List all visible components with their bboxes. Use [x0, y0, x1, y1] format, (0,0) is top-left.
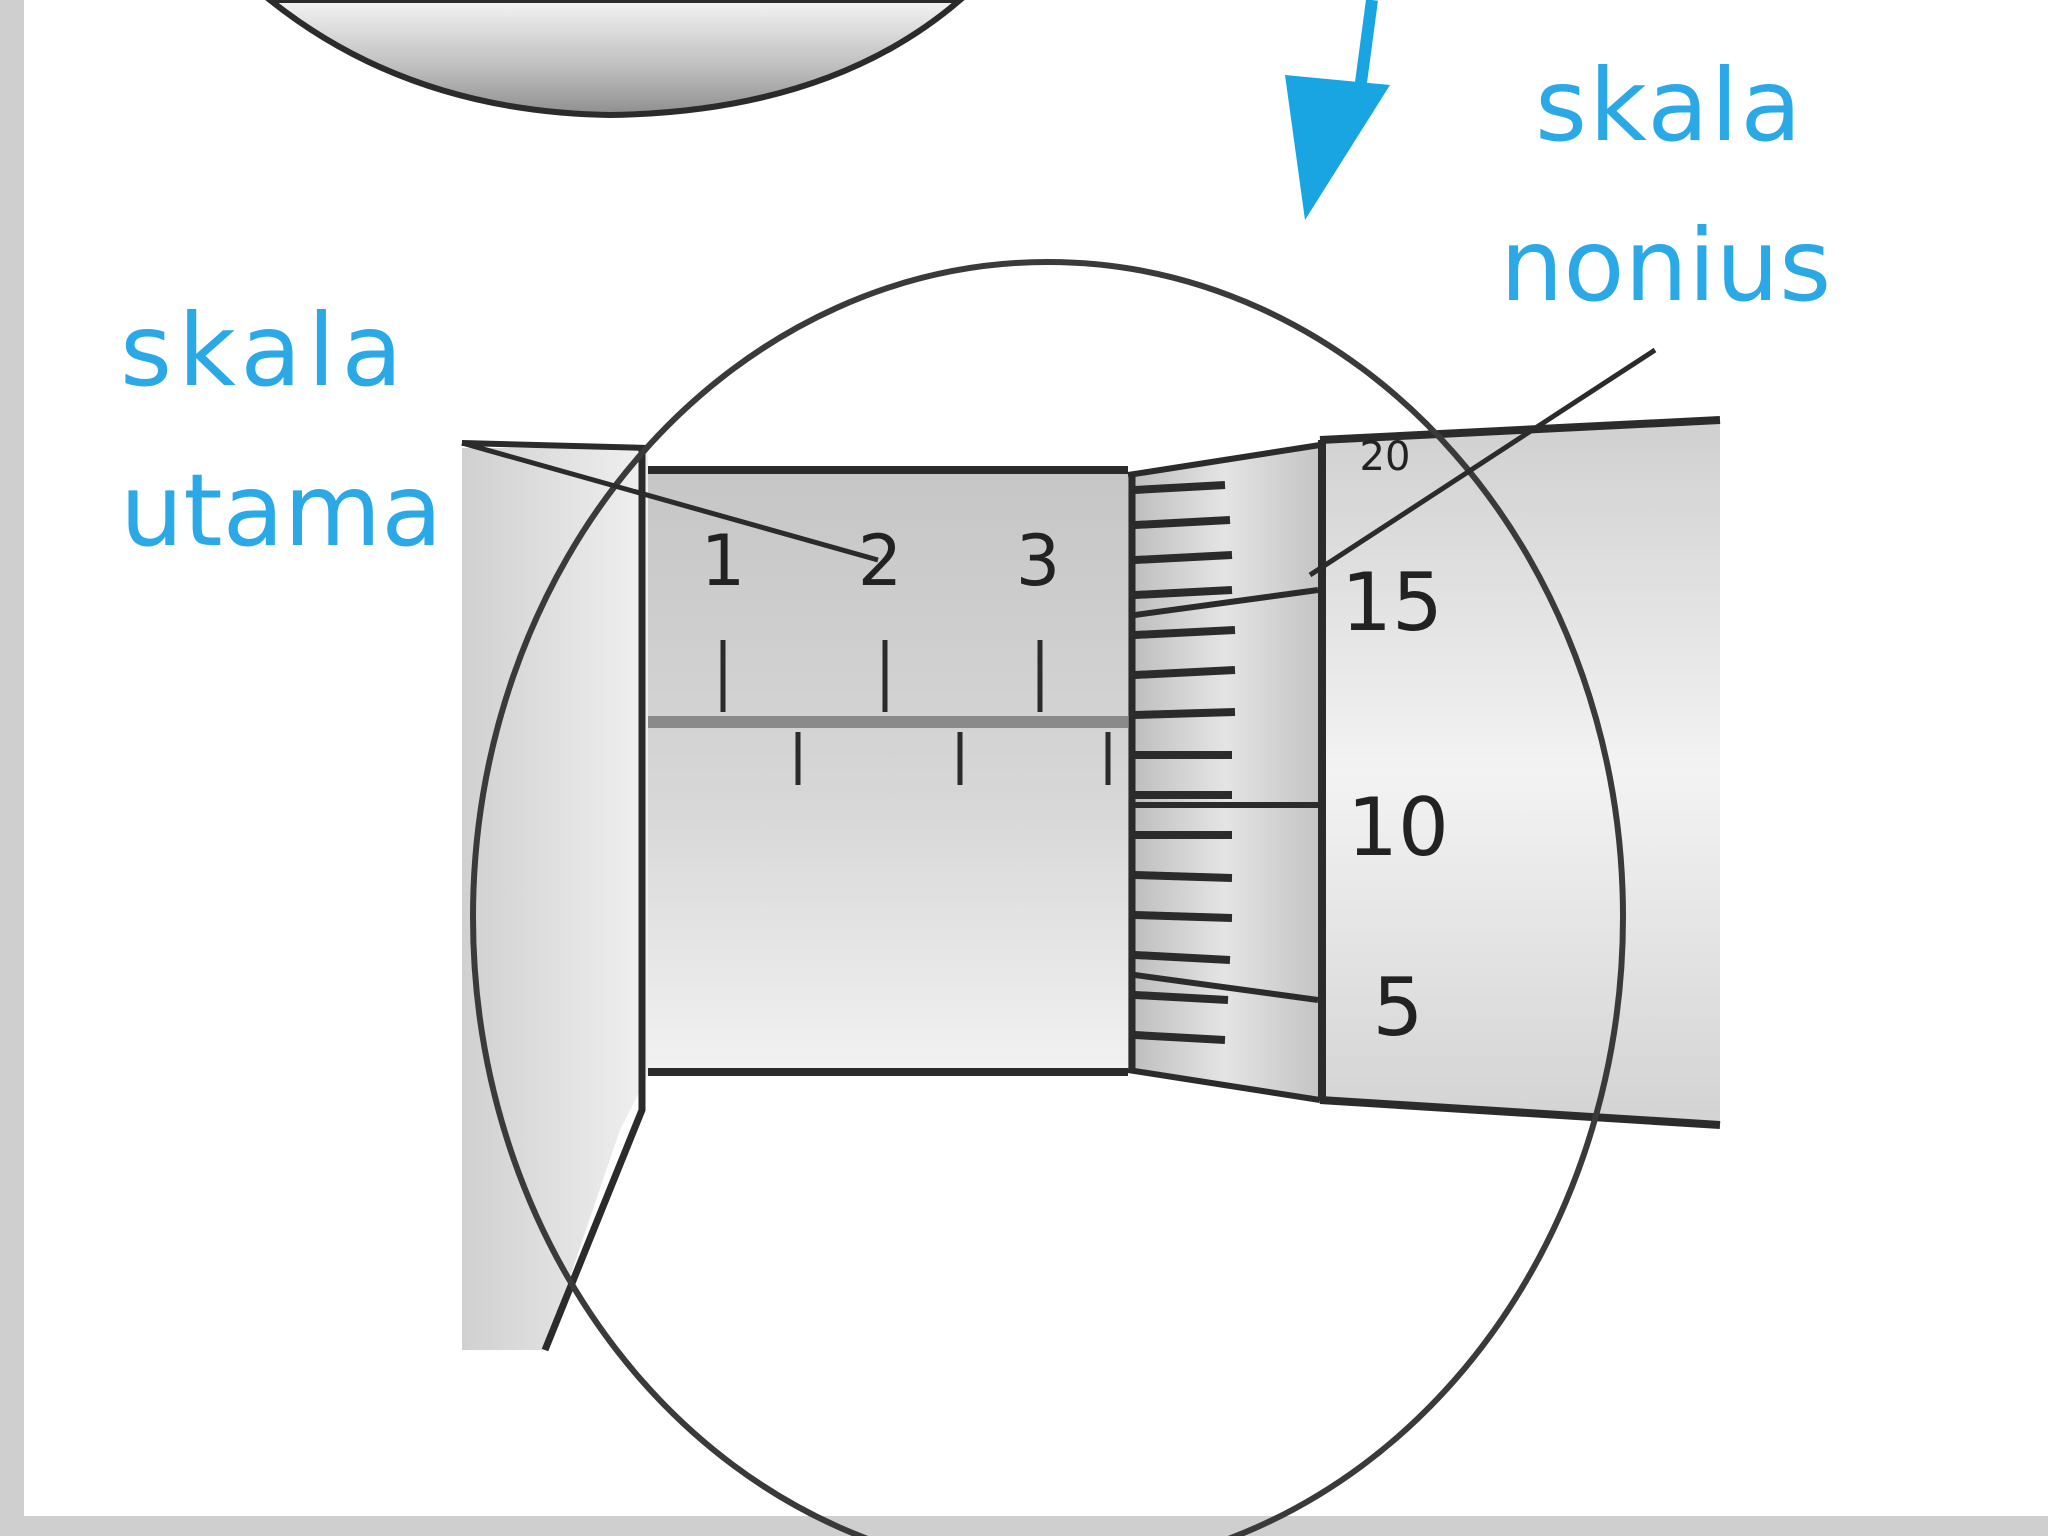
thimble-taper-top: [1127, 442, 1321, 478]
drum-partial-digit: 20: [1360, 434, 1411, 480]
main-scale-number-3: 3: [1016, 520, 1061, 602]
pointer-arrow-icon: [1285, 0, 1390, 220]
thimble-graduation-lines: [1134, 587, 1319, 1003]
frame-body: [462, 448, 648, 1350]
frame-right-edge: [541, 448, 646, 1352]
main-scale-ticks: [720, 640, 1043, 712]
main-scale-number-1: 1: [701, 520, 746, 602]
sleeve-body: [648, 470, 1128, 1075]
thimble-number-5: 5: [1373, 961, 1424, 1054]
drum-bottom-edge: [1319, 1096, 1721, 1129]
half-mm-ticks: [795, 732, 1111, 785]
thimble-taper-bottom: [1127, 1067, 1321, 1103]
main-scale-label-line2: utama: [120, 452, 443, 569]
upper-dome-shape: [265, 0, 965, 119]
main-scale-label-line1: skala: [120, 292, 409, 409]
thimble-number-10: 10: [1347, 781, 1449, 874]
thimble-knurl-lines: [1134, 481, 1236, 1044]
vernier-leader-line: [1308, 347, 1657, 578]
main-scale-number-2: 2: [858, 520, 903, 602]
main-scale-leader-line: [461, 440, 879, 563]
drum-top-edge: [1319, 416, 1721, 444]
page-border-left: [0, 0, 24, 1536]
frame-top-edge: [461, 440, 649, 451]
magnifier-circle: [470, 259, 1626, 1536]
page-border-bottom: [0, 1516, 2048, 1536]
vernier-scale-label-line2: nonius: [1500, 207, 1831, 324]
vernier-scale-label-line1: skala: [1535, 47, 1804, 164]
thimble-number-15: 15: [1341, 556, 1443, 649]
